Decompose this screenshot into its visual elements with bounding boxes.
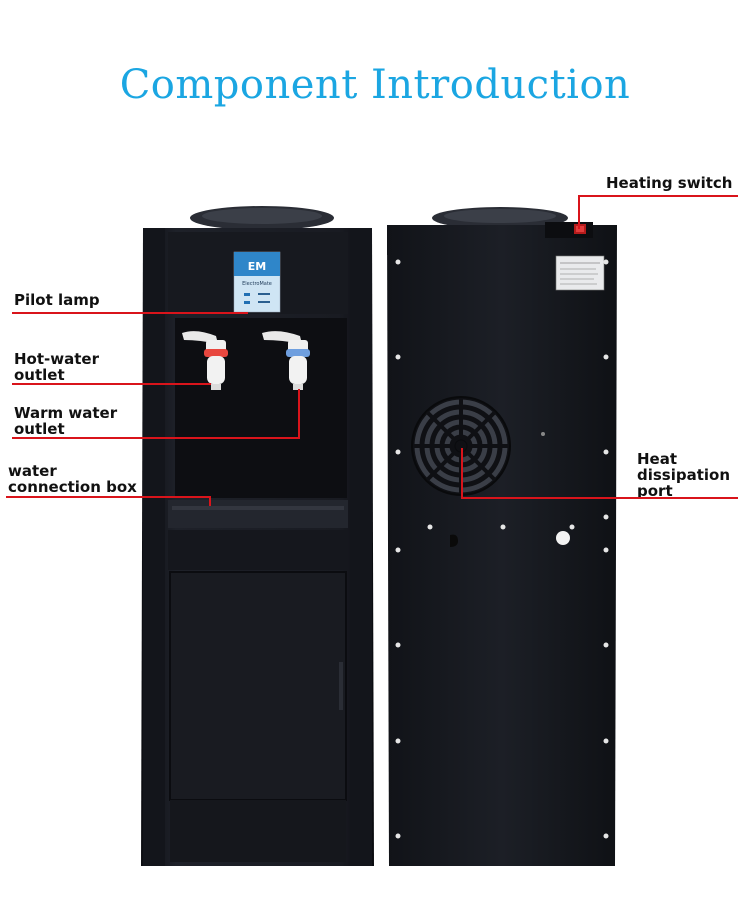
cabinet-door <box>169 571 347 801</box>
leader-line-heat-dissipation-port-vertical <box>461 448 463 498</box>
back-view <box>387 207 617 866</box>
front-view: EM ElectroMate <box>141 206 374 866</box>
label-pilot-lamp: Pilot lamp <box>14 291 100 309</box>
label-heating-switch: Heating switch <box>606 174 733 192</box>
back-panel <box>387 225 617 866</box>
page-title: Component Introduction <box>119 62 631 108</box>
leader-line-water-connection-box <box>6 496 210 498</box>
leader-line-warm-water-outlet <box>12 437 299 439</box>
pilot-lamp-indicator <box>244 301 250 304</box>
hot-tap-ring <box>204 349 228 357</box>
leader-line-water-connection-box-vertical <box>209 496 211 506</box>
tap-recess <box>175 318 347 498</box>
label-warm-water-outlet: Warm water outlet <box>14 404 118 438</box>
water-connection-box <box>168 500 348 528</box>
brand-name: ElectroMate <box>242 281 272 287</box>
drain-plug <box>556 531 570 545</box>
warm-water-tap <box>262 331 310 390</box>
leader-line-warm-water-outlet-vertical <box>298 389 300 439</box>
leader-line-pilot-lamp <box>12 312 248 314</box>
label-heat-dissipation-port: Heat dissipation port <box>637 450 731 500</box>
label-hot-water-outlet: Hot-water outlet <box>14 350 99 384</box>
leader-line-heating-switch <box>578 195 738 197</box>
spec-plate <box>555 255 605 291</box>
brand-label: EM ElectroMate <box>233 251 281 313</box>
hot-water-tap <box>182 331 228 390</box>
leader-line-heating-switch-vertical <box>578 195 580 229</box>
leader-line-heat-dissipation-port <box>461 497 738 499</box>
pilot-lamp-indicator <box>244 293 250 296</box>
brand-logo-letters: EM <box>248 260 266 273</box>
label-water-connection-box: water connection box <box>8 462 137 496</box>
leader-line-hot-water-outlet <box>12 383 211 385</box>
heating-switch <box>545 222 593 238</box>
warm-tap-ring <box>286 349 310 357</box>
screw-holes <box>395 259 609 839</box>
